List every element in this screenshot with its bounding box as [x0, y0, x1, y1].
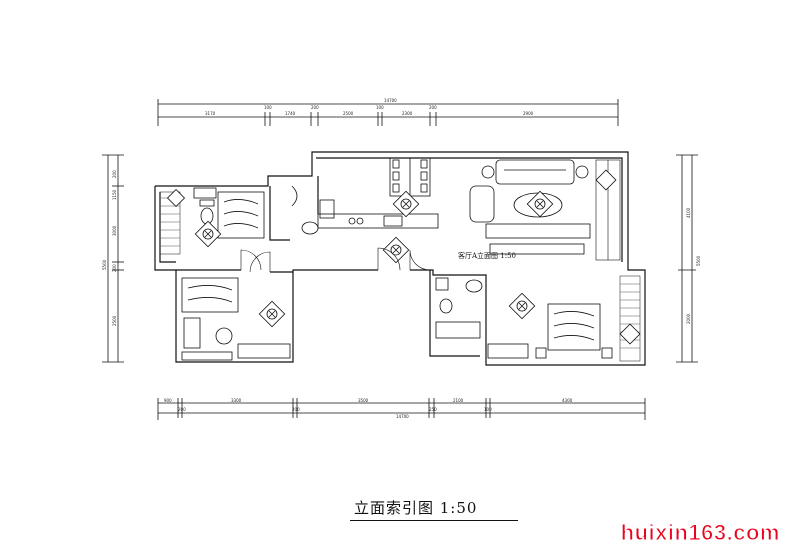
bottom-dim-6: 2100 — [453, 398, 464, 403]
top-dim-8: 2900 — [523, 111, 534, 116]
top-dim-3: 200 — [311, 105, 319, 110]
top-dim-0: 3170 — [205, 111, 216, 116]
bottom-dim-4: 3500 — [358, 398, 369, 403]
bottom-dim-2: 3300 — [231, 398, 242, 403]
top-dim-7: 200 — [429, 105, 437, 110]
top-dimension-chain — [157, 99, 619, 126]
tv-cabinet — [489, 243, 585, 255]
top-dim-2: 1740 — [285, 111, 296, 116]
drawing-title: 立面索引图 1:50 — [354, 499, 478, 517]
bottom-dimension-chain — [157, 398, 646, 420]
top-dim-1: 100 — [264, 105, 272, 110]
left-total-dimension: 5500 — [102, 259, 107, 270]
right-balcony — [619, 275, 641, 362]
master-bed — [487, 303, 613, 359]
living-sofa — [469, 159, 591, 239]
right-dim-0: 4100 — [686, 207, 691, 218]
bedroom-2-bed — [181, 277, 291, 361]
title-underline — [350, 520, 518, 521]
dining-table — [389, 157, 431, 197]
left-dim-1: 1150 — [112, 189, 117, 200]
left-dim-4: 2500 — [112, 315, 117, 326]
bottom-dim-8: 4300 — [562, 398, 573, 403]
master-bath — [435, 277, 483, 339]
bottom-dim-3: 200 — [292, 407, 300, 412]
watermark-logo: huixin163.com — [620, 520, 780, 546]
elevation-markers — [166, 169, 641, 345]
bathroom-fixtures — [199, 185, 335, 235]
left-dimension-chain — [102, 154, 124, 363]
right-dimension-chain — [676, 154, 698, 363]
left-dim-2: 3000 — [112, 225, 117, 236]
top-dim-6: 2300 — [402, 111, 413, 116]
top-total-dimension: 14700 — [384, 98, 397, 103]
bottom-total-dimension: 14700 — [396, 414, 409, 419]
left-dim-3: 200 — [112, 264, 117, 272]
top-dim-4: 2500 — [343, 111, 354, 116]
bedroom-1-bed — [193, 187, 265, 239]
bottom-dim-0: 900 — [164, 398, 172, 403]
living-room-elevation-label: 客厅A立面图 1:50 — [458, 252, 516, 260]
right-dim-1: 2000 — [686, 313, 691, 324]
bottom-dim-5: 250 — [429, 407, 437, 412]
bottom-dim-1: 200 — [178, 407, 186, 412]
top-dim-5: 100 — [376, 105, 384, 110]
kitchen-counter — [317, 213, 439, 229]
right-total-dimension: 5500 — [696, 255, 701, 266]
left-dim-0: 200 — [112, 170, 117, 178]
door-swings — [240, 247, 431, 273]
bottom-dim-7: 100 — [484, 407, 492, 412]
